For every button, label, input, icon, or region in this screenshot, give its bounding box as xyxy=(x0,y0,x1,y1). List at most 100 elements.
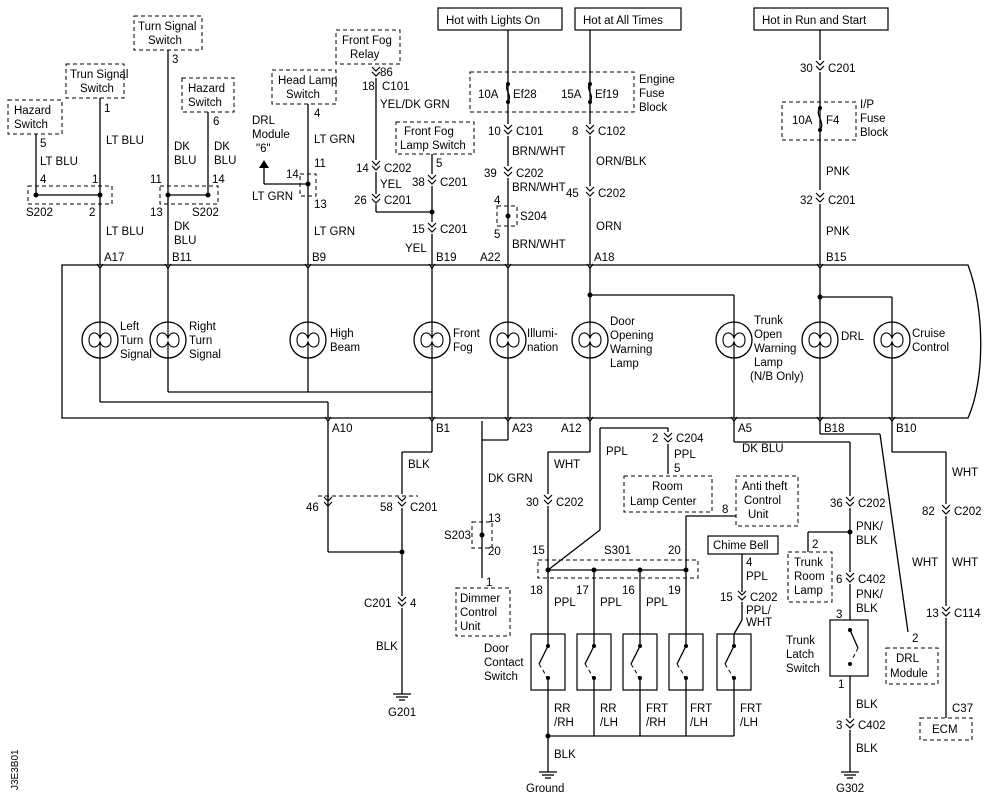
svg-text:B9: B9 xyxy=(312,252,326,264)
svg-text:WHT: WHT xyxy=(952,467,978,479)
svg-text:WHT: WHT xyxy=(912,557,938,569)
svg-text:Open: Open xyxy=(754,329,782,341)
trunk-latch-label: Trunk xyxy=(786,635,815,647)
svg-text:Turn: Turn xyxy=(120,335,143,347)
svg-text:2: 2 xyxy=(812,539,818,551)
s202-left: S202 xyxy=(26,207,53,219)
g302: G302 xyxy=(836,783,864,795)
svg-text:BLK: BLK xyxy=(408,459,430,471)
svg-text:Switch: Switch xyxy=(484,671,518,683)
svg-text:39: 39 xyxy=(484,168,497,180)
svg-text:8: 8 xyxy=(572,126,578,138)
svg-text:20: 20 xyxy=(668,545,681,557)
svg-text:38: 38 xyxy=(412,177,425,189)
hazard-switch2-label: Hazard xyxy=(188,83,225,95)
svg-text:Room: Room xyxy=(794,571,825,583)
svg-text:(N/B Only): (N/B Only) xyxy=(750,371,804,383)
svg-text:B10: B10 xyxy=(896,423,916,435)
svg-text:/RH: /RH xyxy=(554,717,574,729)
svg-text:36: 36 xyxy=(830,498,843,510)
svg-text:Unit: Unit xyxy=(748,509,769,521)
svg-text:C37: C37 xyxy=(952,703,973,715)
high-beam-lamp xyxy=(289,321,327,359)
pins-bottom: A10 B1 A23 A12 A5 B18 B10 xyxy=(332,423,916,435)
svg-text:Control: Control xyxy=(912,342,949,354)
svg-text:3: 3 xyxy=(172,54,178,66)
svg-text:ORN/BLK: ORN/BLK xyxy=(596,156,647,168)
fuse-f4-amps: 10A xyxy=(792,115,813,127)
svg-text:Block: Block xyxy=(860,127,888,139)
svg-text:14: 14 xyxy=(212,174,225,186)
svg-text:WHT: WHT xyxy=(554,459,580,471)
s301: S301 xyxy=(604,545,631,557)
room-lamp-label: Room xyxy=(652,481,683,493)
svg-text:PNK/: PNK/ xyxy=(856,521,884,533)
svg-text:Block: Block xyxy=(639,102,667,114)
svg-text:26: 26 xyxy=(354,195,367,207)
door-switch-frt-rh xyxy=(622,633,658,691)
svg-text:PPL/: PPL/ xyxy=(746,605,772,617)
svg-text:LT GRN: LT GRN xyxy=(252,191,293,203)
svg-text:YEL: YEL xyxy=(405,243,427,255)
svg-text:C114: C114 xyxy=(954,608,981,620)
svg-text:1: 1 xyxy=(92,174,98,186)
svg-text:A5: A5 xyxy=(738,423,752,435)
svg-text:Fuse: Fuse xyxy=(860,113,886,125)
svg-text:PPL: PPL xyxy=(554,597,576,609)
svg-text:PNK: PNK xyxy=(826,226,850,238)
svg-text:15: 15 xyxy=(412,224,425,236)
svg-text:/LH: /LH xyxy=(740,717,758,729)
svg-text:C201: C201 xyxy=(440,224,468,236)
svg-text:Lamp: Lamp xyxy=(610,358,639,370)
trunk-room-lamp-label: Trunk xyxy=(794,557,823,569)
svg-text:A23: A23 xyxy=(512,423,532,435)
illumination-lamp xyxy=(489,321,527,359)
turn-signal-switch-label: Turn Signal xyxy=(138,21,196,33)
svg-text:C202: C202 xyxy=(556,497,584,509)
engine-fuse-block-label: Engine xyxy=(639,74,675,86)
svg-text:"6": "6" xyxy=(256,143,271,155)
svg-text:C101: C101 xyxy=(382,81,410,93)
svg-text:8: 8 xyxy=(722,504,728,516)
fuse-ef19-amps: 15A xyxy=(561,89,582,101)
svg-text:Switch: Switch xyxy=(188,97,222,109)
svg-text:Beam: Beam xyxy=(330,342,360,354)
svg-text:6: 6 xyxy=(213,116,219,128)
svg-text:6: 6 xyxy=(836,574,842,586)
svg-text:A18: A18 xyxy=(594,252,614,264)
svg-text:C402: C402 xyxy=(858,720,886,732)
svg-text:30: 30 xyxy=(800,63,813,75)
svg-text:17: 17 xyxy=(576,585,589,597)
svg-text:BLK: BLK xyxy=(856,535,878,547)
svg-text:BLU: BLU xyxy=(214,155,236,167)
svg-text:11: 11 xyxy=(314,158,326,170)
trun-signal-switch-label: Trun Signal xyxy=(70,69,128,81)
svg-text:C201: C201 xyxy=(364,598,392,610)
svg-text:5: 5 xyxy=(40,138,46,150)
svg-text:YEL: YEL xyxy=(380,179,402,191)
svg-text:LT GRN: LT GRN xyxy=(314,226,355,238)
svg-text:1: 1 xyxy=(838,679,844,691)
svg-text:ORN: ORN xyxy=(596,221,622,233)
svg-text:Lamp Center: Lamp Center xyxy=(630,496,697,508)
svg-text:A22: A22 xyxy=(480,252,500,264)
svg-text:14: 14 xyxy=(356,163,369,175)
svg-text:Signal: Signal xyxy=(120,349,152,361)
svg-text:32: 32 xyxy=(800,195,813,207)
svg-text:A17: A17 xyxy=(104,252,124,264)
fuse-ef28-amps: 10A xyxy=(478,89,499,101)
svg-text:4: 4 xyxy=(410,598,417,610)
svg-text:FRT: FRT xyxy=(646,703,668,715)
svg-text:High: High xyxy=(330,328,354,340)
fuse-ef28-id: Ef28 xyxy=(513,89,537,101)
svg-text:1: 1 xyxy=(486,577,492,589)
drl-module-6-label: DRL xyxy=(252,115,276,127)
svg-text:WHT: WHT xyxy=(952,557,978,569)
svg-text:BRN/WHT: BRN/WHT xyxy=(512,239,566,251)
svg-text:RR: RR xyxy=(554,703,571,715)
svg-text:Switch: Switch xyxy=(786,663,820,675)
svg-text:19: 19 xyxy=(668,585,681,597)
svg-text:nation: nation xyxy=(527,342,558,354)
door-switch-frt-lh-2 xyxy=(716,633,752,691)
svg-text:B11: B11 xyxy=(172,252,192,264)
